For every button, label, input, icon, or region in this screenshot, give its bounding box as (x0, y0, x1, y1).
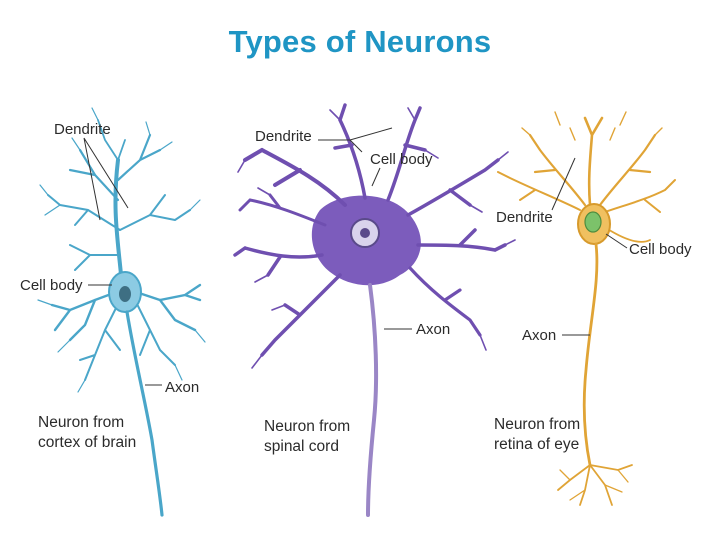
cortex-neuron (37, 107, 206, 517)
retina-dendrite-leader (551, 157, 576, 211)
spinal-neuron (233, 103, 516, 517)
cortex-caption-line-2: cortex of brain (38, 434, 137, 451)
cortex-caption-line-1: Neuron from (38, 414, 125, 431)
retina-axon (582, 242, 599, 467)
cortex-axon (125, 310, 164, 517)
spinal-dendrites (233, 103, 516, 369)
retina-axon-terminals (557, 464, 633, 506)
spinal-dendrite-label: Dendrite (255, 128, 312, 145)
cortex-dendrite-label: Dendrite (54, 121, 111, 138)
spinal-axon-label: Axon (416, 321, 451, 338)
retina-dendrite-label: Dendrite (496, 209, 553, 226)
spinal-axon (366, 283, 379, 517)
retina-cell-body-label: Cell body (629, 241, 692, 258)
leader-lines (83, 127, 628, 386)
cortex-cell-body-label: Cell body (20, 277, 83, 294)
retina-nucleus (584, 211, 602, 233)
retina-caption-line-1: Neuron from (494, 416, 581, 433)
retina-axon-label: Axon (522, 327, 557, 344)
spinal-dendrite-leader (318, 127, 393, 153)
page-title: Types of Neurons (228, 24, 492, 59)
retina-neuron (497, 111, 676, 506)
retina-dendrites (497, 111, 676, 243)
cortex-nucleus (119, 286, 131, 302)
spinal-cell-body-label: Cell body (370, 151, 433, 168)
spinal-cellbody-leader (371, 167, 381, 187)
cortex-dendrite-leader (83, 137, 129, 221)
retina-caption: Neuron from retina of eye (494, 415, 580, 455)
retina-cellbody-leader (605, 233, 628, 249)
cortex-caption: Neuron from cortex of brain (38, 413, 136, 453)
cortex-axon-label: Axon (165, 379, 200, 396)
spinal-caption-line-1: Neuron from (264, 418, 351, 435)
retina-caption-line-2: retina of eye (494, 436, 580, 453)
cortex-dendrites (37, 107, 206, 393)
spinal-caption: Neuron from spinal cord (264, 417, 350, 457)
spinal-caption-line-2: spinal cord (264, 438, 339, 455)
